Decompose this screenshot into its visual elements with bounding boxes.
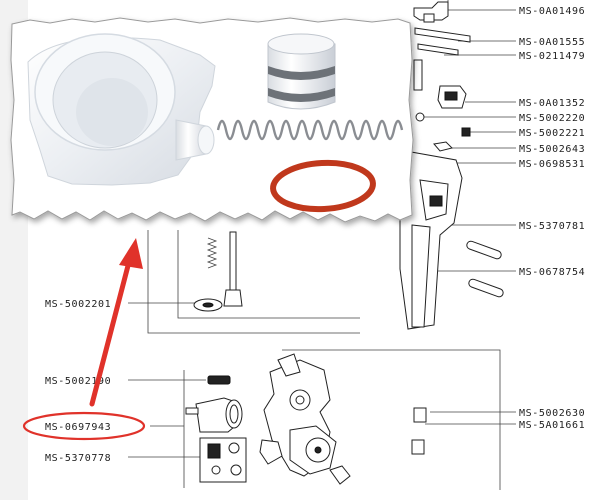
- photo-inset: [10, 17, 414, 223]
- part-label: MS-0678754: [519, 267, 585, 278]
- right-assembly-parts: [399, 1, 504, 455]
- part-label: MS-5002190: [45, 376, 111, 387]
- part-label: MS-5002221: [519, 128, 585, 139]
- part-label: MS-5002630: [519, 408, 585, 419]
- right-labels: MS-0A01496 MS-0A01555 MS-0211479 MS-0A01…: [519, 6, 585, 431]
- left-assembly-parts: [185, 231, 247, 483]
- part-label: MS-5A01661: [519, 420, 585, 431]
- part-label: MS-5002201: [45, 299, 111, 310]
- red-oring: [270, 159, 376, 213]
- left-labels: MS-5002201 MS-5002190 MS-0697943 MS-5370…: [45, 299, 111, 464]
- plastic-valve-housing: [27, 33, 216, 186]
- steel-spring: [216, 119, 404, 141]
- part-label: MS-0A01496: [519, 6, 585, 17]
- highlighted-part-label: MS-0697943: [45, 422, 111, 433]
- part-label: MS-5002643: [519, 144, 585, 155]
- part-label: MS-5370778: [45, 453, 111, 464]
- part-label: MS-5370781: [519, 221, 585, 232]
- brew-unit-drawing: [259, 353, 351, 485]
- part-label: MS-5002220: [519, 113, 585, 124]
- part-label: MS-0698531: [519, 159, 585, 170]
- red-arrow: [89, 238, 143, 407]
- part-label: MS-0211479: [519, 51, 585, 62]
- part-label: MS-0A01352: [519, 98, 585, 109]
- part-label: MS-0A01555: [519, 37, 585, 48]
- highlight-ellipse: [22, 411, 146, 441]
- piston-with-orings: [267, 33, 336, 110]
